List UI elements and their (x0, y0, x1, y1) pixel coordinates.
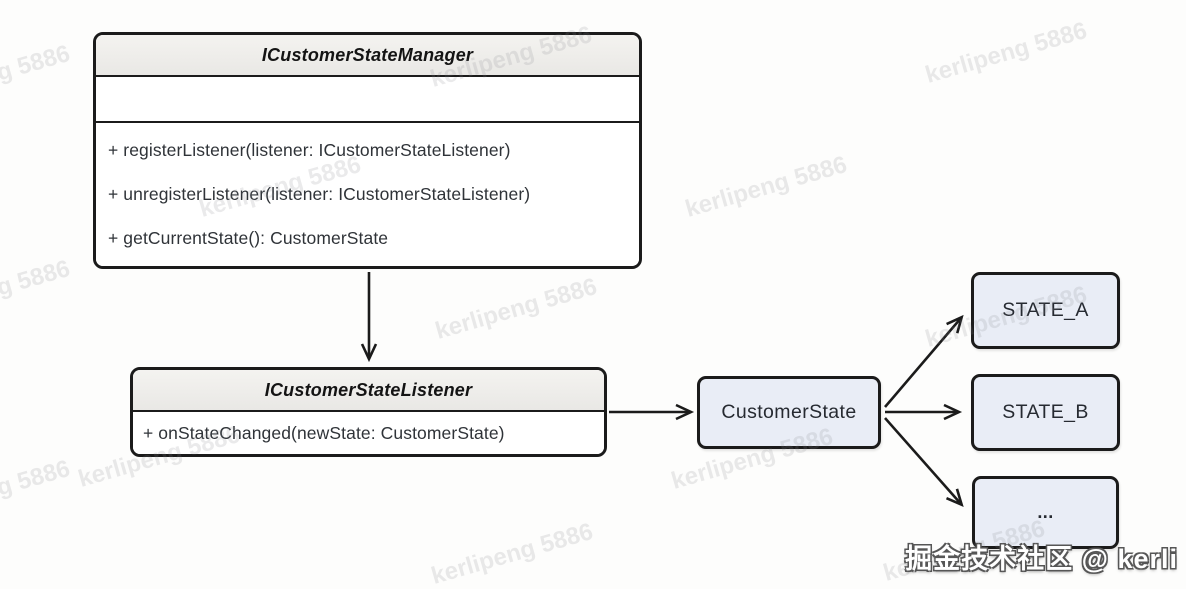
node-state-more-label: ... (1037, 502, 1054, 522)
edge-customerstate-to-state-a (884, 314, 964, 408)
node-state-b: STATE_B (971, 374, 1120, 451)
class-title-manager: ICustomerStateManager (96, 35, 639, 77)
class-attributes-empty (96, 77, 639, 123)
node-state-more: ... (972, 476, 1119, 549)
class-methods-manager: + registerListener(listener: ICustomerSt… (96, 123, 639, 266)
class-box-manager: ICustomerStateManager + registerListener… (93, 32, 642, 269)
class-title-listener: ICustomerStateListener (133, 370, 604, 412)
node-state-b-label: STATE_B (1002, 401, 1089, 423)
method-on-state-changed: + onStateChanged(newState: CustomerState… (143, 422, 505, 443)
class-methods-listener: + onStateChanged(newState: CustomerState… (133, 412, 604, 454)
node-customer-state-label: CustomerState (721, 401, 857, 423)
node-state-a: STATE_A (971, 272, 1120, 349)
node-state-a-label: STATE_A (1002, 299, 1089, 321)
method-unregister-listener: + unregisterListener(listener: ICustomer… (108, 183, 531, 204)
node-customer-state: CustomerState (697, 376, 881, 449)
method-register-listener: + registerListener(listener: ICustomerSt… (108, 140, 511, 161)
edge-customerstate-to-more-states (884, 417, 964, 508)
class-box-listener: ICustomerStateListener + onStateChanged(… (130, 367, 607, 457)
method-get-current-state: + getCurrentState(): CustomerState (108, 227, 389, 248)
